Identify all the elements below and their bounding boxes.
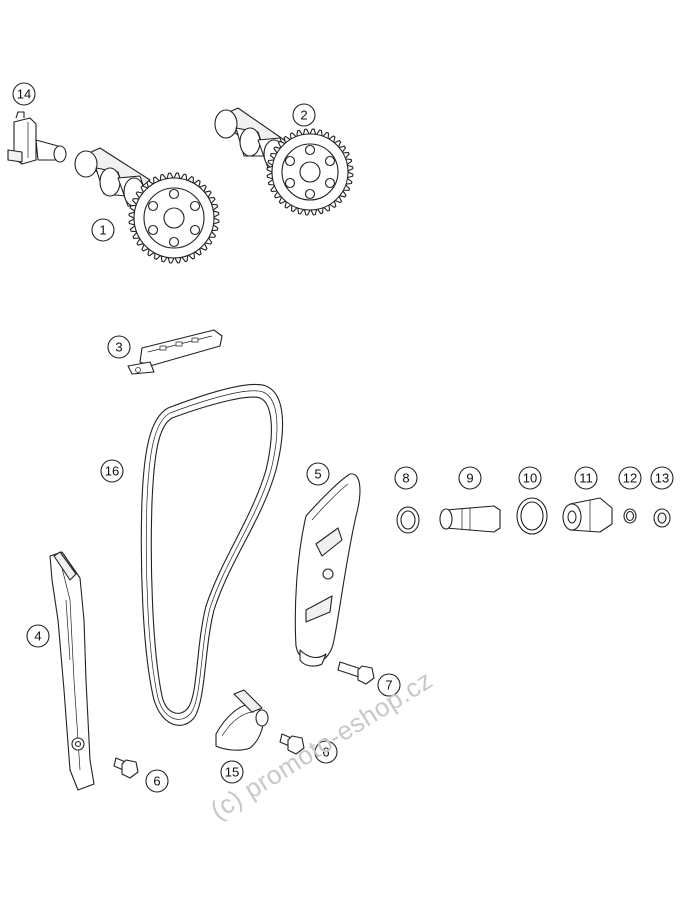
callout-15: 15 bbox=[220, 760, 244, 784]
part-15-lower-guide bbox=[215, 689, 269, 751]
callout-5-label: 5 bbox=[314, 467, 321, 482]
callout-3: 3 bbox=[107, 335, 131, 359]
part-13-cap bbox=[653, 508, 671, 528]
part-16-timing-chain bbox=[140, 383, 284, 726]
part-1-camshaft bbox=[74, 147, 220, 264]
part-2-sprocket bbox=[266, 128, 354, 216]
part-10-seal-ring bbox=[516, 497, 548, 535]
callout-4-label: 4 bbox=[34, 629, 41, 644]
callout-2-label: 2 bbox=[300, 108, 307, 123]
callout-7-label: 7 bbox=[385, 678, 392, 693]
callout-10-label: 10 bbox=[523, 471, 537, 486]
part-5-tensioner-rail bbox=[294, 473, 361, 667]
callout-1-label: 1 bbox=[99, 223, 106, 238]
callout-5: 5 bbox=[306, 462, 330, 486]
part-8-seal-ring bbox=[396, 506, 420, 534]
callout-7: 7 bbox=[377, 673, 401, 697]
part-9-tensioner-plunger bbox=[439, 505, 501, 533]
callout-10: 10 bbox=[518, 466, 542, 490]
part-12-circlip bbox=[623, 508, 637, 524]
callout-6-middle-label: 6 bbox=[322, 745, 329, 760]
callout-12: 12 bbox=[618, 466, 642, 490]
callout-11: 11 bbox=[574, 466, 598, 490]
part-1-sprocket bbox=[128, 172, 220, 264]
part-6-bolt-middle bbox=[279, 733, 305, 755]
callout-11-label: 11 bbox=[579, 471, 593, 486]
part-2-camshaft bbox=[214, 107, 354, 216]
callout-6-left-label: 6 bbox=[153, 774, 160, 789]
callout-8: 8 bbox=[394, 466, 418, 490]
callout-13: 13 bbox=[650, 466, 674, 490]
part-11-tensioner-housing bbox=[562, 497, 613, 533]
callout-4: 4 bbox=[26, 624, 50, 648]
callout-14-label: 14 bbox=[17, 87, 31, 102]
part-6-bolt-left bbox=[113, 757, 139, 779]
part-7-bolt bbox=[337, 661, 375, 685]
callout-6-left: 6 bbox=[145, 769, 169, 793]
callout-15-label: 15 bbox=[225, 765, 239, 780]
callout-16-label: 16 bbox=[105, 464, 119, 479]
callout-16: 16 bbox=[100, 459, 124, 483]
callout-9: 9 bbox=[458, 466, 482, 490]
callout-9-label: 9 bbox=[466, 471, 473, 486]
callout-3-label: 3 bbox=[115, 340, 122, 355]
part-4-guide-rail bbox=[49, 551, 95, 791]
part-14-cam-sensor bbox=[7, 111, 67, 165]
callout-1: 1 bbox=[91, 218, 115, 242]
callout-12-label: 12 bbox=[623, 471, 637, 486]
part-3-cam-bridge bbox=[127, 329, 223, 375]
callout-13-label: 13 bbox=[655, 471, 669, 486]
callout-14: 14 bbox=[12, 82, 36, 106]
callout-6-middle: 6 bbox=[314, 740, 338, 764]
callout-8-label: 8 bbox=[402, 471, 409, 486]
callout-2: 2 bbox=[292, 103, 316, 127]
